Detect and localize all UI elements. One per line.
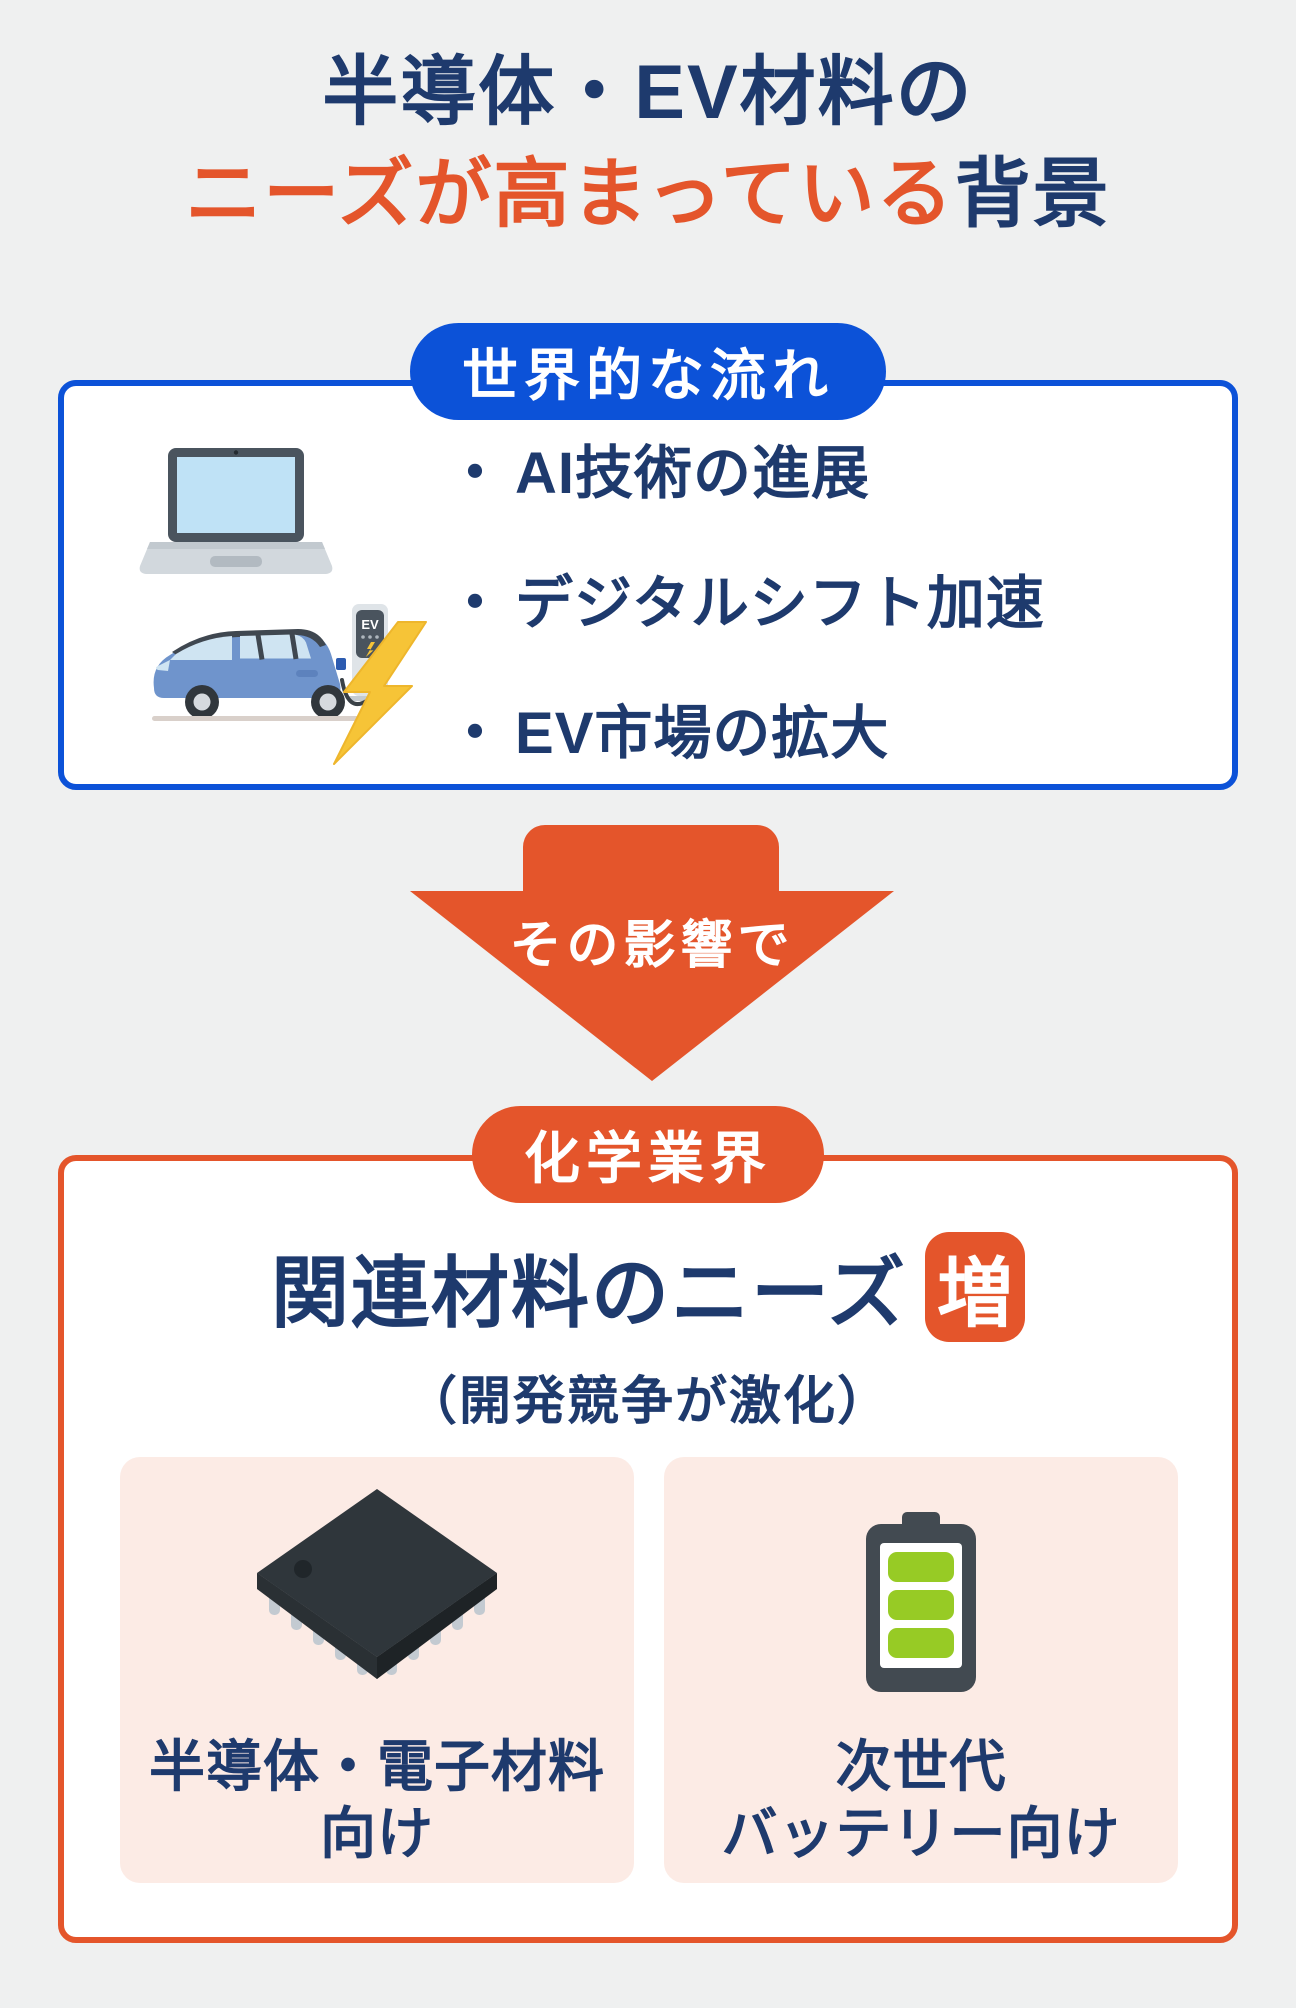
chemical-industry-section: 関連材料のニーズ 増 （開発競争が激化） [58, 1155, 1238, 1943]
semiconductor-card-label: 半導体・電子材料 向け [149, 1733, 605, 1867]
chemical-industry-badge: 化学業界 [472, 1106, 824, 1203]
bullet-list: ・AI技術の進展 ・デジタルシフト加速 ・EV市場の拡大 [446, 386, 1045, 784]
impact-arrow-label: その影響で [509, 917, 795, 975]
bullet-item: ・デジタルシフト加速 [446, 556, 1045, 640]
semiconductor-card: 半導体・電子材料 向け [120, 1457, 634, 1883]
page-title: 半導体・EV材料の ニーズが高まっている背景 [0, 42, 1296, 246]
battery-card-label-line1: 次世代 [835, 1735, 1007, 1798]
chip-icon [257, 1471, 497, 1733]
semiconductor-card-label-line2: 向け [320, 1802, 434, 1866]
bullet-item: ・AI技術の進展 [446, 426, 1045, 510]
bullet-item: ・EV市場の拡大 [446, 686, 1045, 770]
global-trends-badge: 世界的な流れ [410, 323, 886, 420]
bullet-dot: ・ [446, 701, 506, 766]
laptop-icon [138, 448, 334, 587]
bullet-dot: ・ [446, 441, 506, 506]
bullet-text: AI技術の進展 [515, 441, 871, 506]
bullet-text: EV市場の拡大 [515, 701, 890, 766]
headline-row: 関連材料のニーズ 増 [64, 1231, 1232, 1343]
ev-car-charging-icon: EV [146, 596, 432, 773]
battery-card-label-line2: バッテリー向け [721, 1802, 1121, 1866]
global-trends-content: EV [64, 386, 1232, 784]
ev-station-label: EV [361, 617, 379, 632]
bullet-text: デジタルシフト加速 [515, 571, 1045, 636]
subline: （開発競争が激化） [404, 1373, 891, 1431]
bullet-dot: ・ [446, 571, 506, 636]
card-row: 半導体・電子材料 向け [120, 1457, 1178, 1883]
page-title-highlight: ニーズが高まっている [185, 151, 955, 237]
headline-text: 関連材料のニーズ [270, 1249, 908, 1337]
battery-icon [866, 1471, 976, 1733]
impact-arrow [410, 825, 894, 1081]
page-title-line1: 半導体・EV材料の [322, 50, 974, 135]
semiconductor-card-label-line1: 半導体・電子材料 [149, 1735, 605, 1798]
page-title-line2: ニーズが高まっている背景 [0, 144, 1296, 246]
battery-card: 次世代 バッテリー向け [664, 1457, 1178, 1883]
battery-card-label: 次世代 バッテリー向け [722, 1733, 1121, 1867]
increase-badge: 増 [925, 1232, 1026, 1342]
chemical-industry-content: 関連材料のニーズ 増 （開発競争が激化） [64, 1161, 1232, 1937]
page-title-rest: 背景 [954, 151, 1111, 237]
global-trends-section: EV [58, 380, 1238, 790]
